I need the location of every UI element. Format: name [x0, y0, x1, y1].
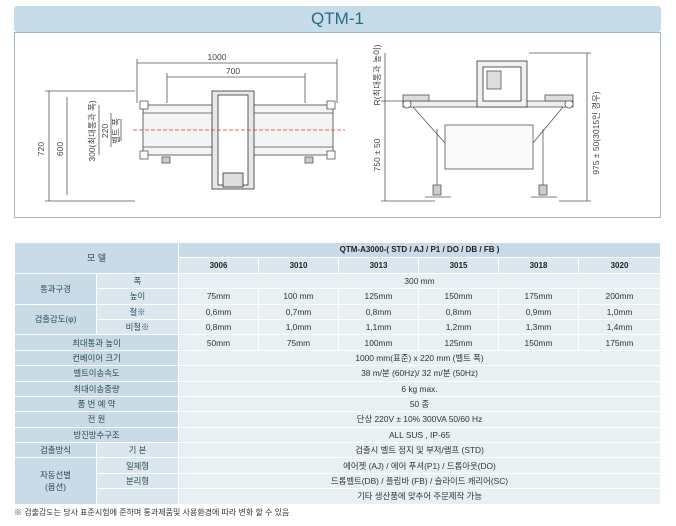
model-3018: 3018 — [498, 257, 579, 274]
max-height-cell: 175mm — [577, 334, 662, 351]
dim-300-belt: 300(최대통과 폭) — [87, 100, 97, 161]
table-row: 최대이송중량 6 kg max. — [14, 380, 662, 397]
dim-975: 975 ± 50(3015인 경우) — [591, 91, 601, 175]
spec-row-value: 단상 220V ± 10% 300VA 50/60 Hz — [177, 411, 662, 428]
technical-drawing: 1000 700 720 600 300(최대통과 폭) 220 벨트 폭 — [14, 32, 661, 218]
auto-integrated-value: 에어젯 (AJ) / 에어 푸셔(P1) / 드롭아웃(DO) — [177, 457, 662, 474]
height-cell: 100 mm — [258, 288, 339, 305]
detection-sub: 기 본 — [96, 442, 179, 459]
dim-1000: 1000 — [208, 52, 227, 62]
dim-belt-width: 벨트 폭 — [111, 118, 121, 144]
drawing-svg: 1000 700 720 600 300(최대통과 폭) 220 벨트 폭 — [36, 44, 601, 202]
max-height-cell: 50mm — [178, 334, 259, 351]
dim-720: 720 — [36, 142, 46, 156]
ferrous-cell: 1,0mm — [577, 303, 662, 320]
table-row: 벨트이송속도 38 m/분 (60Hz)/ 32 m/분 (50Hz) — [14, 365, 662, 382]
spec-row-label: 최대이송중량 — [14, 380, 179, 397]
spec-row-value: 50 종 — [177, 395, 662, 413]
auto-other-value: 기타 생산품에 맞추어 주문제작 가능 — [177, 488, 662, 505]
spec-row-value: ALL SUS , IP-65 — [177, 426, 662, 444]
model-3006: 3006 — [178, 257, 259, 274]
auto-sort-label-2: (옵션) — [45, 482, 66, 493]
auto-separate-value: 드롭벨트(DB) / 플립바 (FB) / 슬라이드 캐리어(SC) — [177, 472, 662, 490]
auto-integrated-label: 일체형 — [96, 457, 179, 474]
nonferrous-cell: 0,8mm — [178, 318, 259, 336]
top-view — [45, 59, 345, 202]
table-row: 검출감도(φ) 철※ 0,6mm 0,7mm 0,8mm 0,8mm 0,9mm… — [14, 303, 662, 336]
auto-sort-label: 자동선별 (옵션) — [14, 457, 97, 505]
width-label: 폭 — [96, 272, 179, 290]
width-value: 300 mm — [177, 272, 662, 290]
nonferrous-cell: 1,4mm — [577, 318, 662, 336]
model-series: QTM-A3000-( STD / AJ / P1 / DO / DB / FB… — [177, 241, 662, 259]
spec-row-label: 컨베이어 크기 — [14, 349, 179, 367]
dim-220: 220 — [100, 124, 110, 138]
max-height-cell: 150mm — [498, 334, 579, 351]
nonferrous-cell: 1,3mm — [498, 318, 579, 336]
table-row: 비철※ 0,8mm 1,0mm 1,1mm 1,2mm 1,3mm 1,4mm — [15, 318, 662, 336]
model-3010: 3010 — [258, 257, 339, 274]
ferrous-label: 철※ — [96, 303, 179, 320]
ferrous-cell: 0,8mm — [338, 303, 419, 320]
sensitivity-label: 검출감도(φ) — [14, 303, 97, 336]
dim-700: 700 — [226, 66, 240, 76]
max-height-label: 최대통과 높이 — [14, 334, 179, 351]
table-row: 높이 75mm 100 mm 125mm 150mm 175mm 200mm — [15, 288, 662, 305]
table-row: 품 번 예 약 50 종 — [14, 395, 662, 413]
model-label: 모 델 — [14, 242, 179, 274]
nonferrous-cell: 1,0mm — [258, 318, 339, 336]
height-cell: 125mm — [338, 288, 419, 305]
height-cell: 200mm — [577, 288, 662, 305]
spec-row-label: 품 번 예 약 — [14, 395, 179, 413]
model-3013: 3013 — [338, 257, 419, 274]
table-row: 3006 3010 3013 3015 3018 3020 — [15, 257, 662, 274]
auto-separate-label: 분리형 — [96, 472, 179, 490]
page-title: QTM-1 — [311, 9, 364, 28]
nonferrous-label: 비철※ — [96, 318, 179, 336]
auto-sort-label-1: 자동선별 — [40, 470, 71, 481]
side-view — [381, 52, 591, 202]
spec-row-value: 38 m/분 (60Hz)/ 32 m/분 (50Hz) — [177, 365, 662, 382]
table-row: 모 델 QTM-A3000-( STD / AJ / P1 / DO / DB … — [14, 241, 662, 274]
dim-750: 750 ± 50 — [372, 138, 382, 171]
dim-600: 600 — [55, 142, 65, 156]
spec-table: 모 델 QTM-A3000-( STD / AJ / P1 / DO / DB … — [14, 241, 662, 505]
table-row: 방진방수구조 ALL SUS , IP-65 — [14, 426, 662, 444]
spec-row-label: 전 원 — [14, 411, 179, 428]
detection-label: 검출방식 — [14, 442, 97, 459]
table-row: 기타 생산품에 맞추어 주문제작 가능 — [15, 488, 662, 505]
max-height-cell: 100mm — [338, 334, 419, 351]
dim-r-max-height: R(최대통과 높이) — [372, 44, 382, 105]
footnote: ※ 검출감도는 당사 표준시험에 준하며 통과제품및 사용환경에 따라 변화 할… — [14, 508, 290, 517]
spec-row-value: 6 kg max. — [177, 380, 662, 397]
nonferrous-cell: 1,1mm — [338, 318, 419, 336]
title-bar: QTM-1 — [14, 6, 661, 32]
height-cell: 175mm — [498, 288, 579, 305]
ferrous-cell: 0,6mm — [178, 303, 259, 320]
spec-row-label: 벨트이송속도 — [14, 365, 179, 382]
table-row: 검출방식 기 본 검출시 벨트 정지 및 부저/램프 (STD) — [14, 442, 662, 459]
model-3020: 3020 — [577, 257, 662, 274]
table-row: 자동선별 (옵션) 일체형 에어젯 (AJ) / 에어 푸셔(P1) / 드롭아… — [14, 457, 662, 505]
table-row: 전 원 단상 220V ± 10% 300VA 50/60 Hz — [14, 411, 662, 428]
max-height-cell: 125mm — [418, 334, 499, 351]
ferrous-cell: 0,9mm — [498, 303, 579, 320]
ferrous-cell: 0,8mm — [418, 303, 499, 320]
nonferrous-cell: 1,2mm — [418, 318, 499, 336]
max-height-cell: 75mm — [258, 334, 339, 351]
spec-row-label: 방진방수구조 — [14, 426, 179, 444]
detection-value: 검출시 벨트 정지 및 부저/램프 (STD) — [177, 442, 662, 459]
height-cell: 150mm — [418, 288, 499, 305]
aperture-label: 통과구경 — [14, 272, 97, 305]
ferrous-cell: 0,7mm — [258, 303, 339, 320]
table-row: 최대통과 높이 50mm 75mm 100mm 125mm 150mm 175m… — [14, 334, 662, 351]
table-row: 통과구경 폭 300 mm — [14, 272, 662, 305]
height-cell: 75mm — [178, 288, 259, 305]
auto-other-blank — [96, 488, 179, 505]
spec-row-value: 1000 mm(표준) x 220 mm (벨트 폭) — [177, 349, 662, 367]
height-label: 높이 — [96, 288, 179, 305]
table-row: 분리형 드롭벨트(DB) / 플립바 (FB) / 슬라이드 캐리어(SC) — [15, 472, 662, 490]
table-row: 컨베이어 크기 1000 mm(표준) x 220 mm (벨트 폭) — [14, 349, 662, 367]
model-3015: 3015 — [418, 257, 499, 274]
